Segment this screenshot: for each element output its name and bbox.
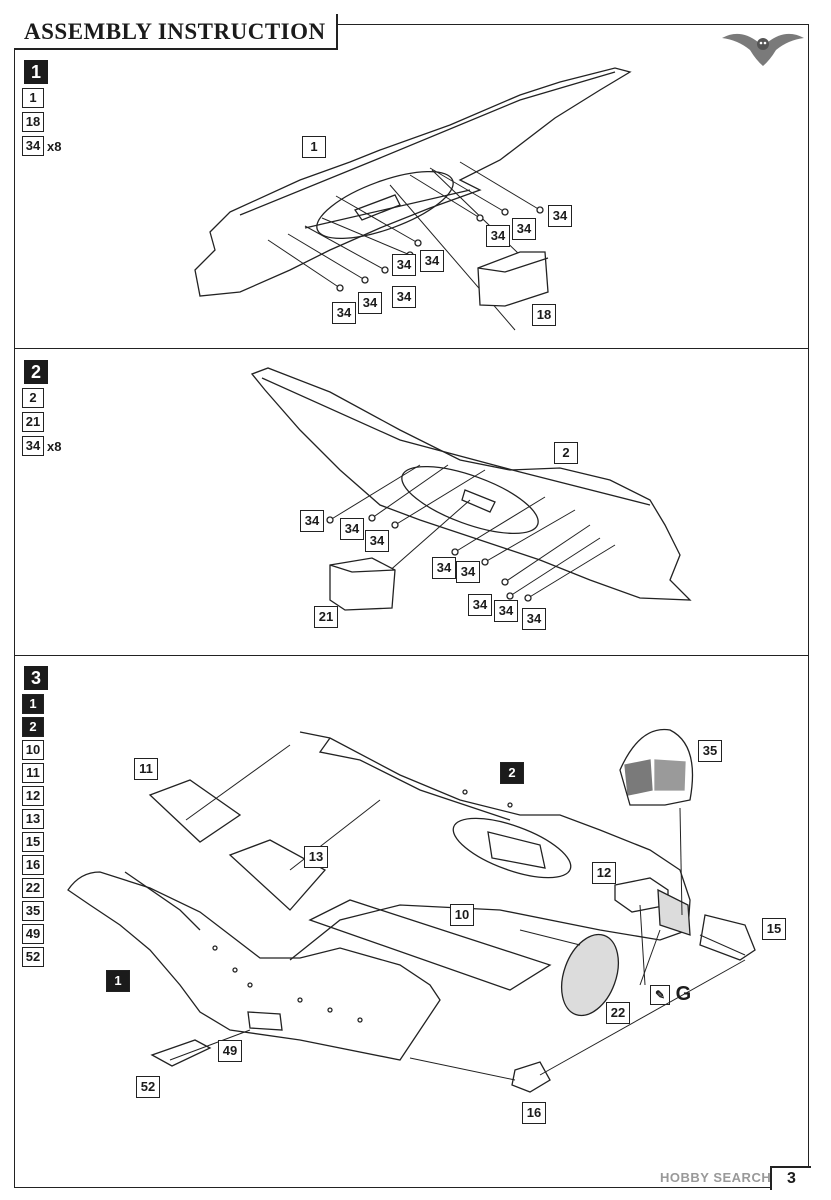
callout-part-18: 18 bbox=[532, 304, 556, 326]
callout-part-34: 34 bbox=[522, 608, 546, 630]
step-2-fasteners bbox=[326, 514, 532, 602]
step-1-seat bbox=[477, 251, 549, 307]
brush-icon: ✎ bbox=[650, 984, 670, 1005]
part-box: 1 bbox=[22, 88, 44, 108]
page-number: 3 bbox=[770, 1166, 811, 1190]
callout-part-34: 34 bbox=[512, 218, 536, 240]
part-16-tail bbox=[511, 1061, 551, 1093]
callout-part-11: 11 bbox=[134, 758, 158, 780]
part-box: 52 bbox=[22, 947, 44, 967]
part-box: 22 bbox=[22, 878, 44, 898]
part-box: 18 bbox=[22, 112, 44, 132]
owl-logo-icon bbox=[722, 33, 804, 66]
part-11-panel bbox=[148, 779, 242, 843]
paint-label: G bbox=[675, 983, 692, 1005]
paint-code-G: ✎ G bbox=[650, 983, 691, 1006]
part-box: 13 bbox=[22, 809, 44, 829]
callout-part-34: 34 bbox=[468, 594, 492, 616]
part-13-panel bbox=[228, 839, 327, 911]
step-3-assembly bbox=[67, 728, 756, 1093]
part-box: 11 bbox=[22, 763, 44, 783]
part-49-hook bbox=[247, 1011, 283, 1031]
part-box: 35 bbox=[22, 901, 44, 921]
part-10-panel bbox=[308, 899, 552, 991]
callout-part-34: 34 bbox=[358, 292, 382, 314]
step-1-pointer-lines bbox=[267, 161, 541, 331]
part-box: 1 bbox=[22, 694, 44, 714]
part-52-step bbox=[150, 1039, 212, 1067]
callout-part-15: 15 bbox=[762, 918, 786, 940]
watermark: HOBBY SEARCH bbox=[660, 1170, 772, 1185]
callout-part-1: 1 bbox=[106, 970, 130, 992]
quantity-label: x8 bbox=[47, 438, 62, 454]
callout-part-34: 34 bbox=[486, 225, 510, 247]
title-tab: ASSEMBLY INSTRUCTION bbox=[14, 14, 338, 50]
part-box: 2 bbox=[22, 717, 44, 737]
callout-part-2: 2 bbox=[500, 762, 524, 784]
part-box: 21 bbox=[22, 412, 44, 432]
part-box: 2 bbox=[22, 388, 44, 408]
callout-part-13: 13 bbox=[304, 846, 328, 868]
callout-part-12: 12 bbox=[592, 862, 616, 884]
callout-part-34: 34 bbox=[365, 530, 389, 552]
callout-part-34: 34 bbox=[456, 561, 480, 583]
callout-part-1: 1 bbox=[302, 136, 326, 158]
callout-part-52: 52 bbox=[136, 1076, 160, 1098]
part-box: 10 bbox=[22, 740, 44, 760]
callout-part-34: 34 bbox=[392, 286, 416, 308]
step-divider-2 bbox=[14, 655, 809, 656]
callout-part-34: 34 bbox=[420, 250, 444, 272]
step-2-badge: 2 bbox=[24, 360, 48, 384]
callout-part-34: 34 bbox=[494, 600, 518, 622]
part-box: 34 bbox=[22, 136, 44, 156]
callout-part-34: 34 bbox=[432, 557, 456, 579]
quantity-label: x8 bbox=[47, 138, 62, 154]
page-frame bbox=[14, 24, 809, 1188]
callout-part-34: 34 bbox=[548, 205, 572, 227]
callout-part-21: 21 bbox=[314, 606, 338, 628]
callout-part-34: 34 bbox=[332, 302, 356, 324]
step-1-badge: 1 bbox=[24, 60, 48, 84]
callout-part-34: 34 bbox=[392, 254, 416, 276]
step-2-seat bbox=[329, 557, 396, 611]
callout-part-22: 22 bbox=[606, 1002, 630, 1024]
part-22-disc bbox=[561, 933, 619, 1017]
callout-part-34: 34 bbox=[340, 518, 364, 540]
page-title: ASSEMBLY INSTRUCTION bbox=[24, 19, 326, 44]
step-1-fuselage-half bbox=[194, 67, 632, 297]
callout-part-35: 35 bbox=[698, 740, 722, 762]
callout-part-49: 49 bbox=[218, 1040, 242, 1062]
step-1-fasteners bbox=[336, 206, 544, 292]
callout-part-34: 34 bbox=[300, 510, 324, 532]
step-divider-1 bbox=[14, 348, 809, 349]
part-box: 16 bbox=[22, 855, 44, 875]
part-15-nose bbox=[699, 914, 756, 961]
callout-part-16: 16 bbox=[522, 1102, 546, 1124]
step-3-rivets bbox=[212, 789, 513, 1023]
part-box: 15 bbox=[22, 832, 44, 852]
part-box: 34 bbox=[22, 436, 44, 456]
callout-part-10: 10 bbox=[450, 904, 474, 926]
step-3-badge: 3 bbox=[24, 666, 48, 690]
part-box: 49 bbox=[22, 924, 44, 944]
part-box: 12 bbox=[22, 786, 44, 806]
callout-part-2: 2 bbox=[554, 442, 578, 464]
step-3-parts-list: 1 2 10 11 12 13 15 16 22 35 49 52 bbox=[22, 694, 44, 967]
